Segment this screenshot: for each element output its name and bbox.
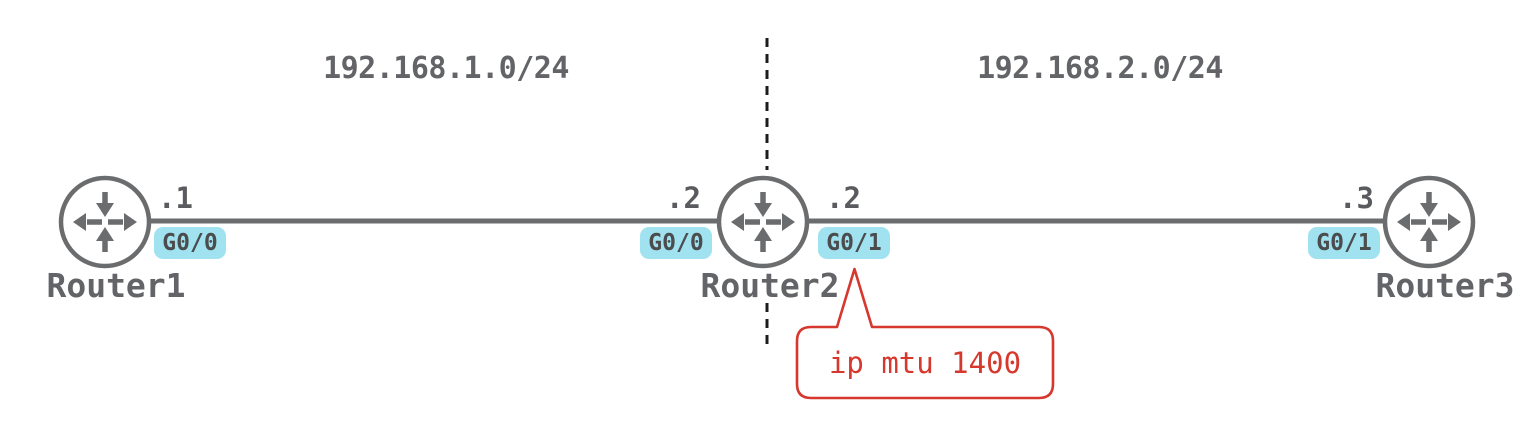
subnet-label-1: 192.168.1.0/24 [323,51,569,86]
callout-label: ip mtu 1400 [828,345,1022,380]
router2-icon [719,178,807,266]
router1-icon [61,178,149,266]
router2-label: Router2 [700,266,840,305]
subnet-label-2: 192.168.2.0/24 [977,51,1223,86]
interface-badge-router2-g0-0: G0/0 [640,227,712,259]
ip-octet-router1-g0-0: .1 [158,181,193,215]
callout-bubble [795,267,1055,400]
ip-octet-router3-g0-1: .3 [1339,181,1374,215]
router1-label: Router1 [46,266,186,305]
router3-icon [1385,178,1473,266]
ip-octet-router2-g0-0: .2 [666,181,701,215]
interface-badge-router3-g0-1: G0/1 [1308,227,1380,259]
ip-octet-router2-g0-1: .2 [826,181,861,215]
router3-label: Router3 [1375,266,1515,305]
interface-badge-router2-g0-1: G0/1 [818,227,890,259]
interface-badge-router1-g0-0: G0/0 [154,227,226,259]
